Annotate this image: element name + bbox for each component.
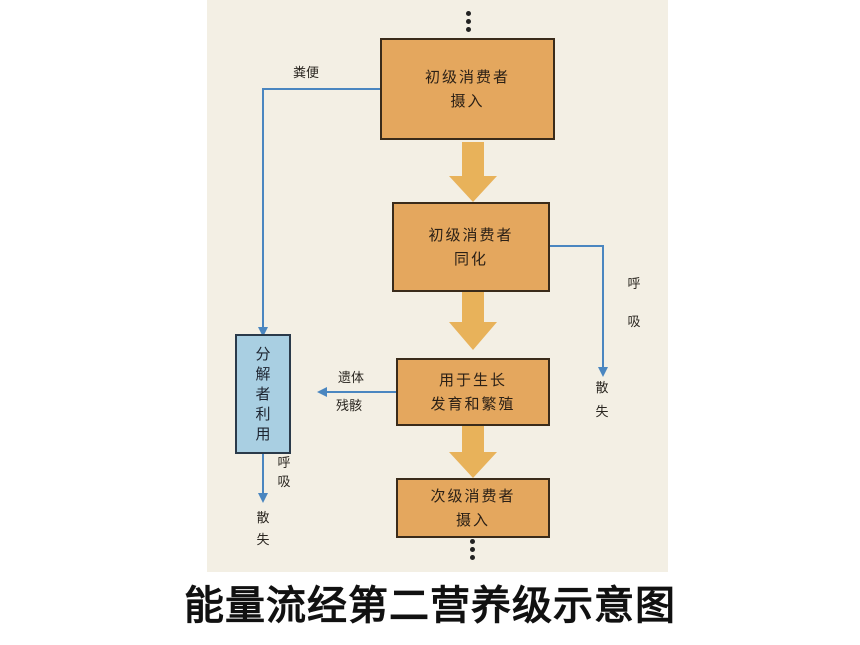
side-flow-arrows bbox=[258, 88, 608, 503]
label-respiration-left-2: 吸 bbox=[277, 475, 291, 490]
label-respiration-right-1: 呼 bbox=[627, 277, 641, 292]
figure-caption: 能量流经第二营养级示意图 bbox=[184, 582, 676, 629]
main-flow-arrows bbox=[449, 142, 497, 478]
label-dissipation-left-1: 散 bbox=[256, 511, 270, 526]
box-line: 摄入 bbox=[455, 511, 490, 529]
label-dissipation-right-1: 散 bbox=[595, 381, 609, 396]
box-line: 次级消费者 bbox=[430, 487, 516, 505]
label-remains-2: 残骸 bbox=[336, 399, 363, 414]
box-line: 发育和繁殖 bbox=[430, 395, 516, 413]
box-decomposer-use: 分 解 者 利 用 bbox=[235, 334, 291, 454]
box-line: 初级消费者 bbox=[424, 68, 510, 86]
flow-arrow-2 bbox=[449, 292, 497, 350]
box-secondary-consumer-intake: 次级消费者 摄入 bbox=[396, 478, 550, 538]
box-primary-consumer-assimilation: 初级消费者 同化 bbox=[392, 202, 550, 292]
box-char: 解 bbox=[255, 365, 271, 383]
box-char: 者 bbox=[255, 385, 271, 403]
feces-arrow bbox=[258, 88, 380, 337]
box-char: 用 bbox=[255, 425, 271, 443]
respiration-right-arrow bbox=[550, 245, 608, 377]
box-line: 用于生长 bbox=[438, 371, 507, 389]
label-remains-1: 遗体 bbox=[338, 371, 365, 386]
box-growth-reproduction: 用于生长 发育和繁殖 bbox=[396, 358, 550, 426]
box-line: 初级消费者 bbox=[428, 226, 514, 244]
flow-arrow-3 bbox=[449, 426, 497, 478]
box-char: 分 bbox=[255, 345, 271, 363]
label-dissipation-left-2: 失 bbox=[256, 533, 270, 548]
box-line: 摄入 bbox=[450, 92, 485, 110]
box-char: 利 bbox=[255, 405, 271, 423]
label-respiration-right-2: 吸 bbox=[627, 315, 641, 330]
box-primary-consumer-intake: 初级消费者 摄入 bbox=[380, 38, 555, 140]
label-feces: 粪便 bbox=[293, 66, 320, 81]
box-line: 同化 bbox=[453, 250, 488, 268]
flow-arrow-1 bbox=[449, 142, 497, 202]
continuation-dots-bottom bbox=[470, 539, 476, 563]
continuation-dots-top bbox=[466, 11, 472, 35]
label-dissipation-right-2: 失 bbox=[595, 405, 609, 420]
label-respiration-left-1: 呼 bbox=[277, 456, 291, 471]
